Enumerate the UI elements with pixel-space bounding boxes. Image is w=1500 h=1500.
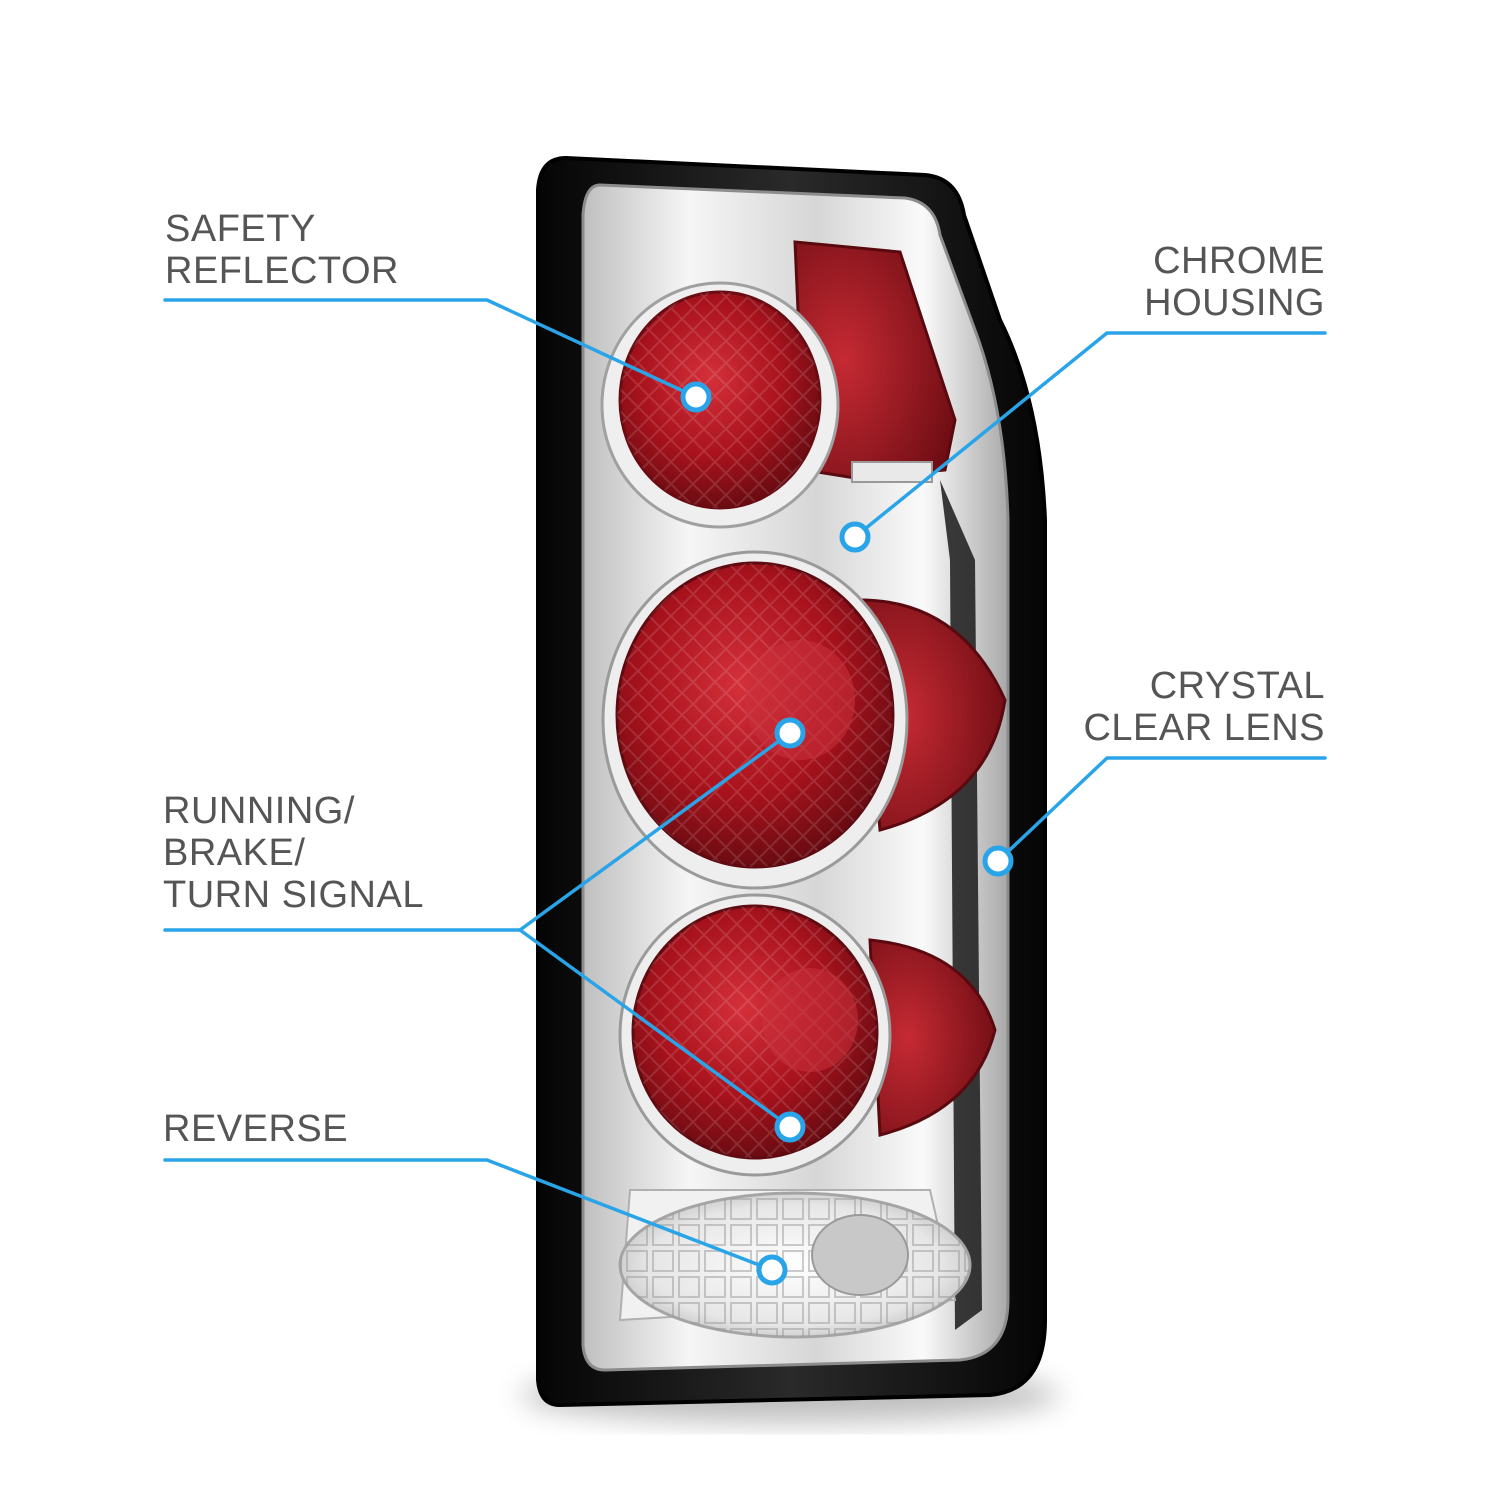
callout-lines (163, 298, 1327, 1272)
running-brake-turn-label-line-2: BRAKE/ (163, 832, 306, 874)
chrome-housing-label-line-2: HOUSING (1144, 282, 1325, 324)
middle-lamp-reflector-center (745, 640, 855, 760)
circle-dot-icon (756, 1254, 788, 1286)
running-brake-turn-label: RUNNING/ BRAKE/ TURN SIGNAL (163, 790, 424, 916)
lower-lamp-side (868, 938, 997, 1137)
chrome-housing-label: CHROME HOUSING (1144, 240, 1325, 324)
chrome-housing-callout-line (853, 331, 1327, 539)
reverse-lamp-texture (620, 1193, 970, 1337)
reverse-callout-line (163, 1158, 774, 1272)
safety-reflector-label: SAFETY REFLECTOR (165, 208, 399, 292)
circle-dot-icon (774, 1111, 806, 1143)
running-brake-turn-label-line-3: TURN SIGNAL (163, 874, 424, 916)
circle-dot-icon (839, 521, 871, 553)
safety-reflector-callout-line (163, 298, 698, 399)
turn-signal-callout-line (518, 928, 792, 1129)
circle-dot-icon (982, 845, 1014, 877)
safety-reflector-texture (620, 292, 820, 508)
reverse-lamp-bulb-cover (811, 1214, 909, 1296)
safety-reflector-label-line-1: SAFETY (165, 208, 316, 250)
crystal-lens-callout-line (996, 756, 1327, 863)
circle-dot-icon (680, 381, 712, 413)
crystal-clear-lens-label-line-2: CLEAR LENS (1083, 707, 1325, 749)
crystal-clear-lens-label: CRYSTAL CLEAR LENS (1083, 665, 1325, 749)
top-block-tab (851, 461, 933, 483)
circle-dot-icon (774, 717, 806, 749)
callout-dots (680, 381, 1014, 1286)
running-brake-turn-label-line-1: RUNNING/ (163, 790, 355, 832)
reverse-label-line-1: REVERSE (163, 1108, 349, 1150)
safety-reflector-label-line-2: REFLECTOR (165, 250, 399, 292)
crystal-clear-lens-label-line-1: CRYSTAL (1149, 665, 1325, 707)
reverse-label: REVERSE (163, 1108, 348, 1150)
lower-lamp-reflector-center (762, 968, 858, 1072)
chrome-housing-label-line-1: CHROME (1153, 240, 1325, 282)
